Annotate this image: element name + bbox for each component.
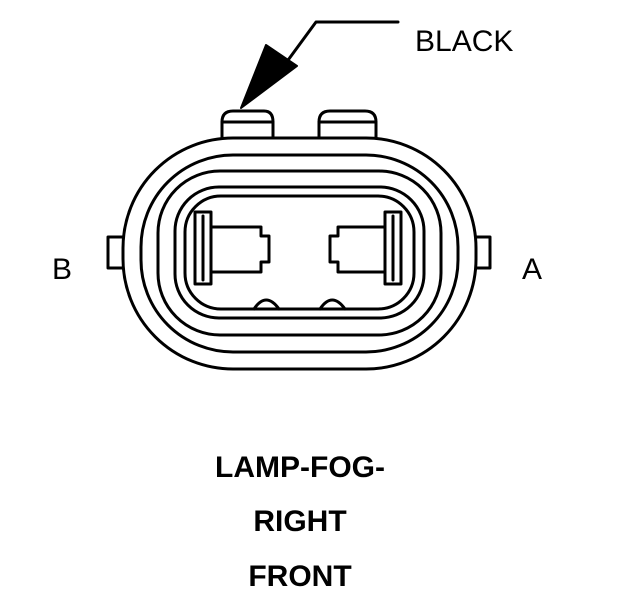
terminal-b-label: B [52, 253, 73, 286]
side-bump-left [106, 235, 124, 270]
wire-color-label: BLACK [415, 25, 514, 58]
top-tab-left [220, 109, 275, 140]
terminal-a-frame [383, 210, 403, 286]
top-tab-right [317, 109, 378, 140]
housing-second [139, 153, 460, 354]
housing-cavity-inner [183, 194, 416, 311]
leader-arrowhead [240, 44, 298, 109]
leader-line [281, 20, 400, 69]
terminal-a-label: A [522, 253, 543, 286]
housing-outer [121, 136, 478, 371]
title-line-1: LAMP-FOG- [215, 451, 385, 484]
housing-cavity [173, 185, 426, 320]
terminal-b-pin [209, 225, 271, 274]
terminal-b-frame [193, 210, 213, 286]
key-bump-right [318, 298, 347, 311]
key-bump-left [252, 298, 281, 311]
side-bump-right [474, 235, 492, 270]
housing-third [156, 169, 443, 337]
terminal-a-pin [328, 225, 387, 274]
title-line-2: RIGHT [253, 505, 347, 538]
title-line-3: FRONT [248, 560, 352, 593]
